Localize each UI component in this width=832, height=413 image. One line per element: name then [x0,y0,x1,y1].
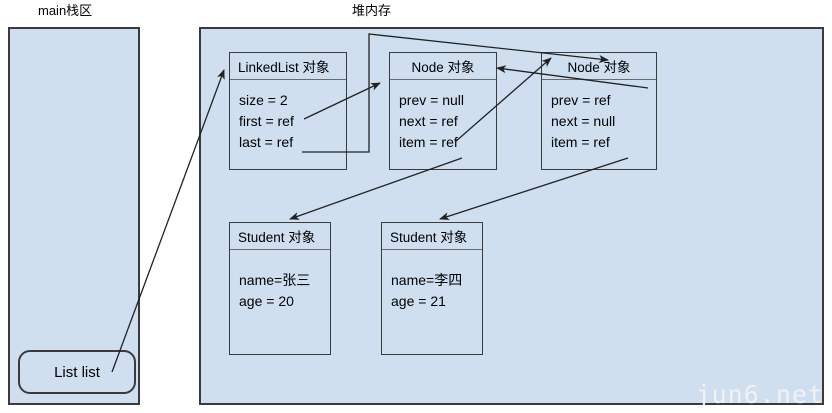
object-fields-node-1: prev = null next = ref item = ref [390,80,496,169]
field-item: item = ref [551,134,610,150]
field-first: first = ref [239,113,294,129]
field-next: next = null [551,113,616,129]
object-title-node-2: Node 对象 [542,53,656,80]
field-age: age = 20 [239,293,294,309]
object-fields-student-2: name=李四 age = 21 [382,250,482,354]
watermark: jun6.net [695,380,824,409]
object-box-node-2[interactable]: Node 对象 prev = ref next = null item = re… [541,52,657,170]
stack-variable-label: List list [54,363,100,381]
field-last: last = ref [239,134,294,150]
object-title-linkedlist: LinkedList 对象 [230,53,346,80]
field-prev: prev = ref [551,92,611,108]
object-title-node-1: Node 对象 [390,53,496,80]
object-fields-node-2: prev = ref next = null item = ref [542,80,656,169]
stack-variable-list[interactable]: List list [18,350,136,394]
object-fields-student-1: name=张三 age = 20 [230,250,330,354]
stack-region [8,27,140,405]
field-age: age = 21 [391,293,446,309]
field-name: name=张三 [239,272,311,288]
field-item: item = ref [399,134,458,150]
field-name: name=李四 [391,272,463,288]
object-fields-linkedlist: size = 2 first = ref last = ref [230,80,346,169]
object-box-student-2[interactable]: Student 对象 name=李四 age = 21 [381,222,483,355]
field-next: next = ref [399,113,458,129]
field-size: size = 2 [239,92,288,108]
object-title-student-1: Student 对象 [230,223,330,250]
stack-region-label: main栈区 [38,3,93,18]
field-prev: prev = null [399,92,464,108]
object-box-student-1[interactable]: Student 对象 name=张三 age = 20 [229,222,331,355]
object-box-linkedlist[interactable]: LinkedList 对象 size = 2 first = ref last … [229,52,347,170]
object-title-student-2: Student 对象 [382,223,482,250]
heap-region-label: 堆内存 [352,3,392,18]
object-box-node-1[interactable]: Node 对象 prev = null next = ref item = re… [389,52,497,170]
